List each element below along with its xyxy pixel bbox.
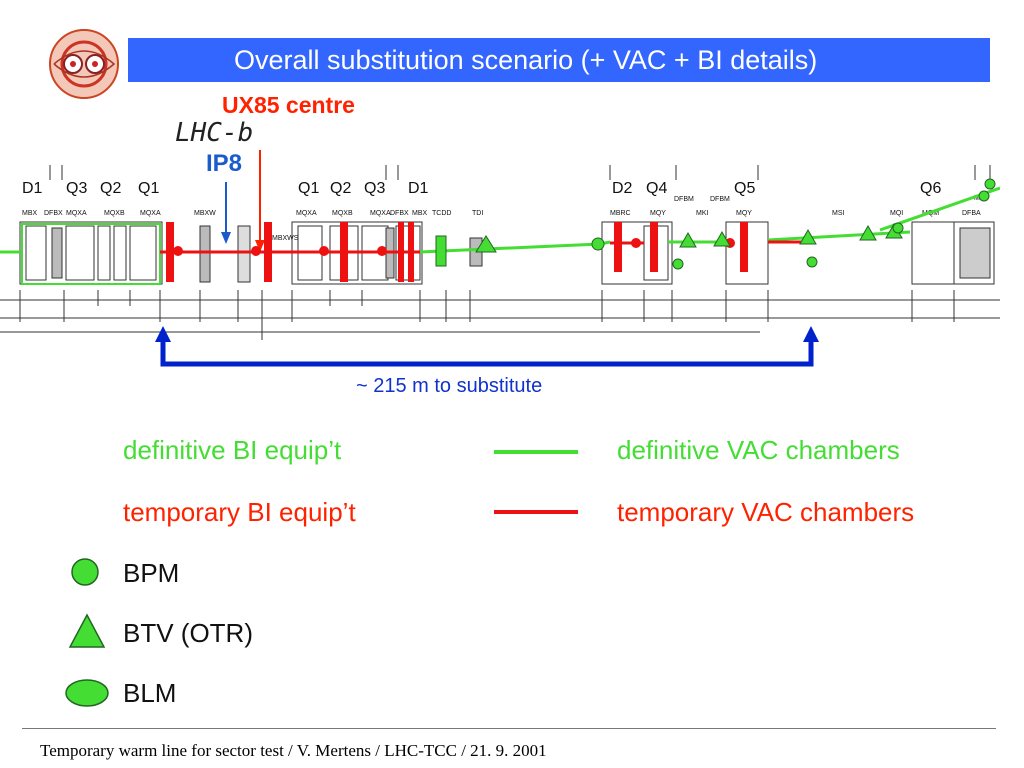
legend-temporary-vac: temporary VAC chambers — [617, 497, 915, 527]
group-label: Q2 — [100, 180, 121, 197]
group-label: D2 — [612, 180, 633, 197]
group-label: Q6 — [920, 180, 941, 197]
element-label: DFBA — [962, 210, 981, 217]
element-label: TCDD — [432, 210, 451, 217]
element-label: DFBM — [710, 196, 730, 203]
element-label: MQXB — [104, 210, 125, 217]
span-arrow — [160, 338, 814, 367]
element-label: MQXA — [66, 210, 87, 217]
group-label: Q3 — [66, 180, 87, 197]
element-label: MQI — [890, 210, 903, 217]
blm-ellipse-icon — [65, 679, 109, 707]
group-label: Q3 — [364, 180, 385, 197]
element-label: DFBX — [390, 210, 409, 217]
element-label: MQXA — [296, 210, 317, 217]
group-label: Q1 — [298, 180, 319, 197]
group-label: D1 — [408, 180, 429, 197]
element-label: MBX — [412, 210, 428, 217]
element-label: MKI — [696, 210, 709, 217]
element-label: TDI — [472, 210, 483, 217]
footer-text: Temporary warm line for sector test / V.… — [40, 741, 547, 760]
group-label: Q2 — [330, 180, 351, 197]
element-label: MQXA — [140, 210, 161, 217]
element-label: MSI — [832, 210, 845, 217]
ip8-label: IP8 — [206, 150, 243, 177]
lhcb-label: LHC-b — [175, 118, 254, 148]
legend-definitive-vac: definitive VAC chambers — [617, 435, 900, 465]
lhc-logo — [49, 29, 119, 99]
legend-blm: BLM — [123, 678, 177, 708]
element-label: MBXWS — [272, 235, 299, 242]
group-label: Q1 — [138, 180, 159, 197]
legend-temporary-bi: temporary BI equip’t — [123, 497, 356, 527]
element-label: MBXW — [194, 210, 216, 217]
element-label: MQXA — [370, 210, 391, 217]
group-label: D1 — [22, 180, 43, 197]
ux85-centre-label: UX85 centre — [222, 92, 355, 118]
span-label: ~ 215 m to substitute — [356, 375, 543, 397]
legend-btv: BTV (OTR) — [123, 618, 253, 648]
group-label: Q5 — [734, 180, 755, 197]
beamline-diagram: D1 Q3 Q2 Q1 Q1 Q2 Q3 D1 D2 Q4 Q5 Q6 MBX … — [0, 150, 1000, 367]
element-label: MQY — [650, 210, 666, 217]
legend-bpm: BPM — [123, 558, 180, 588]
legend-red-line — [494, 510, 578, 514]
footer-divider — [22, 728, 996, 729]
slide-title: Overall substitution scenario (+ VAC + B… — [128, 38, 990, 82]
element-label: DFBX — [44, 210, 63, 217]
element-label: MBRC — [610, 210, 631, 217]
group-label: Q4 — [646, 180, 667, 197]
bpm-circle-icon — [71, 558, 99, 586]
btv-triangle-icon — [68, 613, 106, 648]
element-label: DFBM — [674, 196, 694, 203]
element-label: MBX — [22, 210, 38, 217]
element-label: MQXB — [332, 210, 353, 217]
legend-definitive-bi: definitive BI equip’t — [123, 435, 342, 465]
element-label: MQY — [736, 210, 752, 217]
legend-green-line — [494, 450, 578, 454]
